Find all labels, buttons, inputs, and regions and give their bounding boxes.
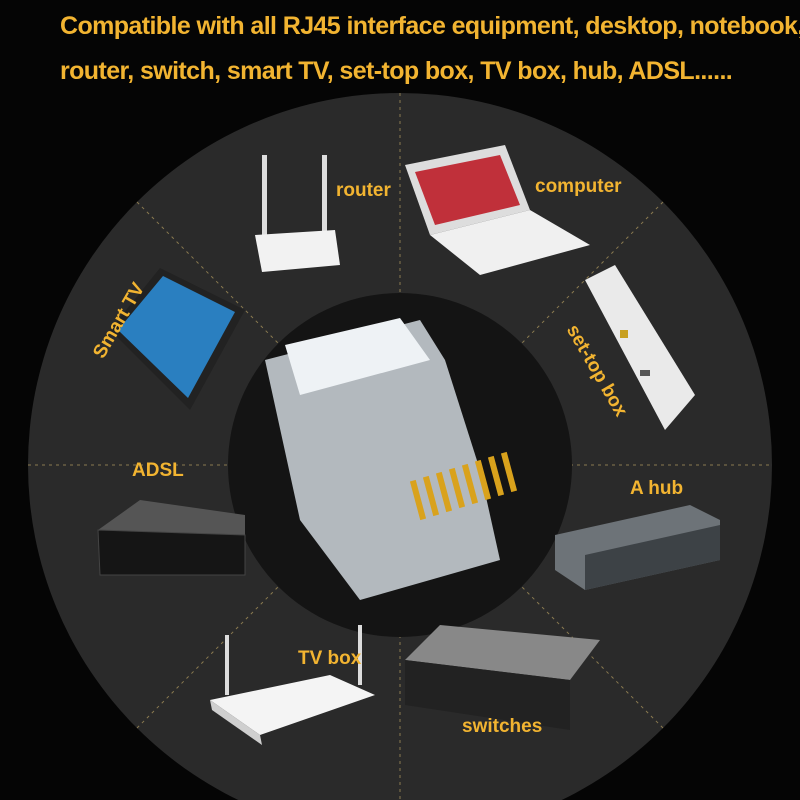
switch-icon [405, 625, 600, 730]
label-switches: switches [462, 716, 543, 737]
label-tv-box: TV box [298, 648, 362, 669]
smart-tv-icon [110, 268, 245, 410]
laptop-icon [405, 145, 590, 275]
router-icon [255, 155, 340, 272]
adsl-modem-icon [97, 500, 246, 576]
headline-line-1: Compatible with all RJ45 interface equip… [60, 12, 800, 40]
label-hub: A hub [630, 478, 684, 499]
rj45-connector-icon [265, 318, 518, 600]
label-router: router [336, 180, 391, 201]
hub-icon [555, 505, 720, 590]
label-computer: computer [535, 176, 622, 197]
sector-dividers [28, 93, 772, 800]
set-top-box-icon [585, 265, 695, 430]
tv-box-icon [210, 625, 375, 745]
headline-line-2: router, switch, smart TV, set-top box, T… [60, 57, 733, 85]
label-adsl: ADSL [132, 460, 184, 481]
